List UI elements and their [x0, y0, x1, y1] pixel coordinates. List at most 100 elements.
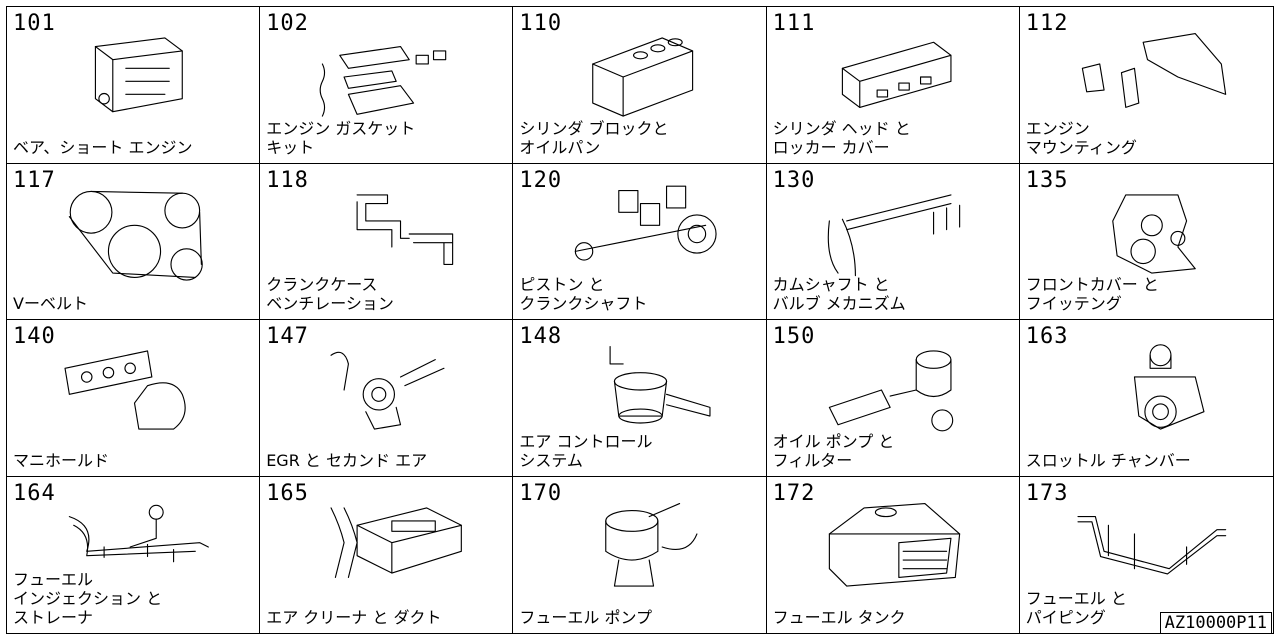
panel-label: シリンダ ヘッド とロッカー カバー — [773, 119, 911, 157]
panel-label-line: シリンダ ブロックと — [519, 118, 669, 138]
panel-label-line: キット — [266, 137, 315, 157]
front-cover-icon — [1111, 193, 1196, 274]
cylinder-head-icon — [841, 41, 952, 108]
parts-panel-170[interactable]: 170 フューエル ポンプ — [513, 476, 767, 633]
panel-label: EGR と セカンド エア — [266, 451, 427, 470]
panel-label: エンジンマウンティング — [1026, 119, 1137, 157]
panel-label-line: スロットル チャンバー — [1025, 450, 1191, 470]
panel-label-line: ベア、ショート エンジン — [13, 137, 193, 157]
panel-number: 140 — [13, 324, 56, 349]
panel-label-line: エンジン ガスケット — [266, 118, 416, 138]
crankcase-hose-icon — [356, 193, 454, 265]
panel-label-line: フロントカバー と — [1025, 275, 1159, 294]
parts-panel-140[interactable]: 140 マニホールド — [7, 320, 261, 477]
gasket-kit-icon — [319, 46, 447, 117]
engine-mount-icon — [1081, 33, 1227, 108]
panel-label-line: フューエル タンク — [772, 608, 906, 627]
panel-label-line: オイルパン — [519, 137, 601, 157]
panel-number: 148 — [519, 324, 563, 349]
panel-label-line: パイピング — [1025, 608, 1106, 627]
panel-label-line: ストレーナ — [13, 608, 94, 627]
panel-label-line: フイッテング — [1025, 294, 1122, 313]
panel-label: エア クリーナ と ダクト — [266, 608, 441, 627]
panel-label-line: ピストン と — [519, 275, 605, 294]
panel-number: 173 — [1025, 480, 1069, 506]
parts-panel-102[interactable]: 102 エンジン ガスケットキット — [260, 7, 514, 164]
fuel-pump-icon — [605, 502, 698, 587]
panel-label-line: シリンダ ヘッド と — [772, 118, 911, 138]
air-cleaner-icon — [330, 506, 463, 578]
panel-label: フューエルインジェクション とストレーナ — [13, 570, 162, 627]
panel-label-line: インジェクション と — [13, 589, 163, 608]
panel-label-line: Vーベルト — [13, 294, 88, 313]
throttle-chamber-icon — [1133, 344, 1205, 430]
parts-panel-172[interactable]: 172 フューエル タンク — [766, 476, 1020, 633]
panel-label-line: フィルター — [772, 450, 853, 470]
panel-label: ピストン とクランクシャフト — [519, 275, 647, 313]
panel-label: エア コントロールシステム — [519, 432, 652, 470]
panel-number: 117 — [13, 167, 56, 193]
panel-label-line: エンジン — [1025, 118, 1090, 138]
panel-number: 163 — [1025, 324, 1069, 349]
panel-label-line: ベンチレーション — [266, 294, 394, 313]
piston-crankshaft-icon — [575, 185, 718, 261]
panel-number: 130 — [772, 167, 816, 193]
panel-number: 112 — [1025, 11, 1069, 36]
panel-label-line: ロッカー カバー — [772, 137, 890, 157]
manifold-icon — [64, 350, 186, 430]
diagram-code: AZ10000P11 — [1159, 612, 1272, 634]
parts-panel-101[interactable]: 101 ベア、ショート エンジン — [7, 7, 261, 164]
panel-label: エンジン ガスケットキット — [266, 119, 415, 157]
panel-label: Vーベルト — [13, 294, 88, 313]
parts-panel-111[interactable]: 111 シリンダ ヘッド とロッカー カバー — [766, 7, 1020, 164]
v-belt-icon — [68, 190, 203, 281]
parts-panel-163[interactable]: 163 スロットル チャンバー — [1019, 320, 1273, 477]
parts-panel-148[interactable]: 148 エア コントロールシステム — [513, 320, 767, 477]
engine-block-icon — [94, 37, 183, 113]
oil-pump-filter-icon — [828, 350, 953, 432]
panel-label: シリンダ ブロックとオイルパン — [519, 119, 668, 157]
parts-panel-120[interactable]: 120 ピストン とクランクシャフト — [513, 163, 767, 320]
panel-label-line: EGR と セカンド エア — [266, 450, 428, 470]
panel-number: 165 — [266, 480, 309, 506]
fuel-piping-icon — [1077, 515, 1227, 574]
panel-number: 170 — [519, 480, 563, 506]
fuel-tank-icon — [828, 502, 960, 587]
panel-label: フューエル ポンプ — [519, 608, 652, 627]
panel-number: 172 — [772, 480, 816, 506]
panel-label: スロットル チャンバー — [1026, 451, 1191, 470]
fuel-injection-icon — [68, 504, 209, 562]
panel-label-line: システム — [519, 450, 583, 470]
panel-label-line: クランクシャフト — [519, 294, 648, 313]
panel-number: 150 — [772, 324, 816, 349]
panel-label: フロントカバー とフイッテング — [1026, 275, 1159, 313]
panel-number: 120 — [519, 167, 563, 193]
parts-panel-165[interactable]: 165 エア クリーナ と ダクト — [260, 476, 514, 633]
panel-number: 111 — [772, 11, 816, 36]
panel-number: 135 — [1025, 167, 1069, 193]
panel-label: マニホールド — [13, 451, 109, 470]
panel-label-line: エア コントロール — [519, 431, 653, 451]
camshaft-icon — [827, 193, 960, 276]
panel-label-line: バルブ メカニズム — [772, 294, 906, 313]
panel-number: 101 — [13, 11, 56, 36]
panel-label: フューエル タンク — [773, 608, 906, 627]
panel-label-line: エア クリーナ と ダクト — [266, 608, 442, 627]
panel-label: クランクケースベンチレーション — [266, 275, 394, 313]
panel-number: 102 — [266, 11, 309, 36]
panel-number: 147 — [266, 324, 309, 349]
panel-label-line: マニホールド — [13, 450, 110, 470]
parts-panel-112[interactable]: 112 エンジンマウンティング — [1019, 7, 1273, 164]
panel-label: ベア、ショート エンジン — [13, 138, 193, 157]
cylinder-block-icon — [592, 37, 694, 117]
parts-panel-135[interactable]: 135 フロントカバー とフイッテング — [1019, 163, 1273, 320]
